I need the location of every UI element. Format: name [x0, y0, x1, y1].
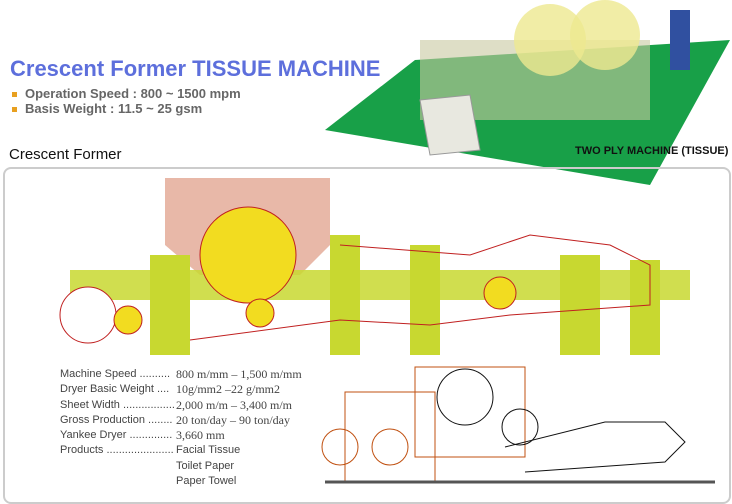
machine-3d-illustration	[325, 0, 730, 185]
section-title: Crescent Former	[9, 146, 122, 163]
spec-label: Products ......................	[60, 444, 174, 457]
spec-label: Sheet Width .................	[60, 398, 175, 411]
spec-row: Machine Speed .......... 800 m/mm – 1,500…	[60, 367, 302, 382]
spec-row: Sheet Width .................2,000 m/m –…	[60, 398, 302, 413]
page-title: Crescent Former TISSUE MACHINE	[10, 56, 381, 81]
feature-list: Operation Speed : 800 ~ 1500 mpm Basis W…	[12, 86, 241, 116]
spec-label: Yankee Dryer ..............	[60, 429, 173, 442]
spec-label	[60, 474, 176, 489]
feature-item: Basis Weight : 11.5 ~ 25 gsm	[12, 101, 241, 116]
spec-row: Dryer Basic Weight .... 10g/mm2 –22 g/mm2	[60, 382, 302, 397]
machine-line-drawing	[321, 366, 715, 484]
spec-label: Machine Speed ..........	[60, 368, 171, 380]
spec-label: Dryer Basic Weight ....	[60, 383, 170, 396]
spec-row: Paper Towel	[60, 474, 302, 489]
spec-row: Products ......................Facial Ti…	[60, 443, 302, 458]
spec-label: Gross Production ........	[60, 413, 173, 426]
spec-value: 800 m/mm – 1,500 m/mm	[176, 367, 302, 381]
spec-value: Toilet Paper	[176, 459, 235, 472]
crescent-former-diagram	[59, 178, 690, 355]
spec-value: 2,000 m/m – 3,400 m/m	[176, 397, 293, 412]
spec-value: Facial Tissue	[176, 444, 241, 457]
machine-caption: TWO PLY MACHINE (TISSUE)	[575, 145, 729, 157]
spec-label	[60, 459, 176, 474]
spec-value: Paper Towel	[176, 475, 237, 488]
spec-value: 10g/mm2 –22 g/mm2	[176, 382, 281, 397]
feature-item: Operation Speed : 800 ~ 1500 mpm	[12, 86, 241, 101]
spec-table: Machine Speed .......... 800 m/mm – 1,500…	[60, 367, 302, 489]
spec-row: Yankee Dryer ..............3,660 mm	[60, 428, 302, 443]
spec-value: 20 ton/day – 90 ton/day	[176, 412, 290, 427]
spec-value: 3,660 mm	[176, 428, 225, 443]
diagram-panel	[3, 167, 731, 504]
spec-row: Gross Production ........20 ton/day – 90…	[60, 413, 302, 428]
spec-row: Toilet Paper	[60, 459, 302, 474]
